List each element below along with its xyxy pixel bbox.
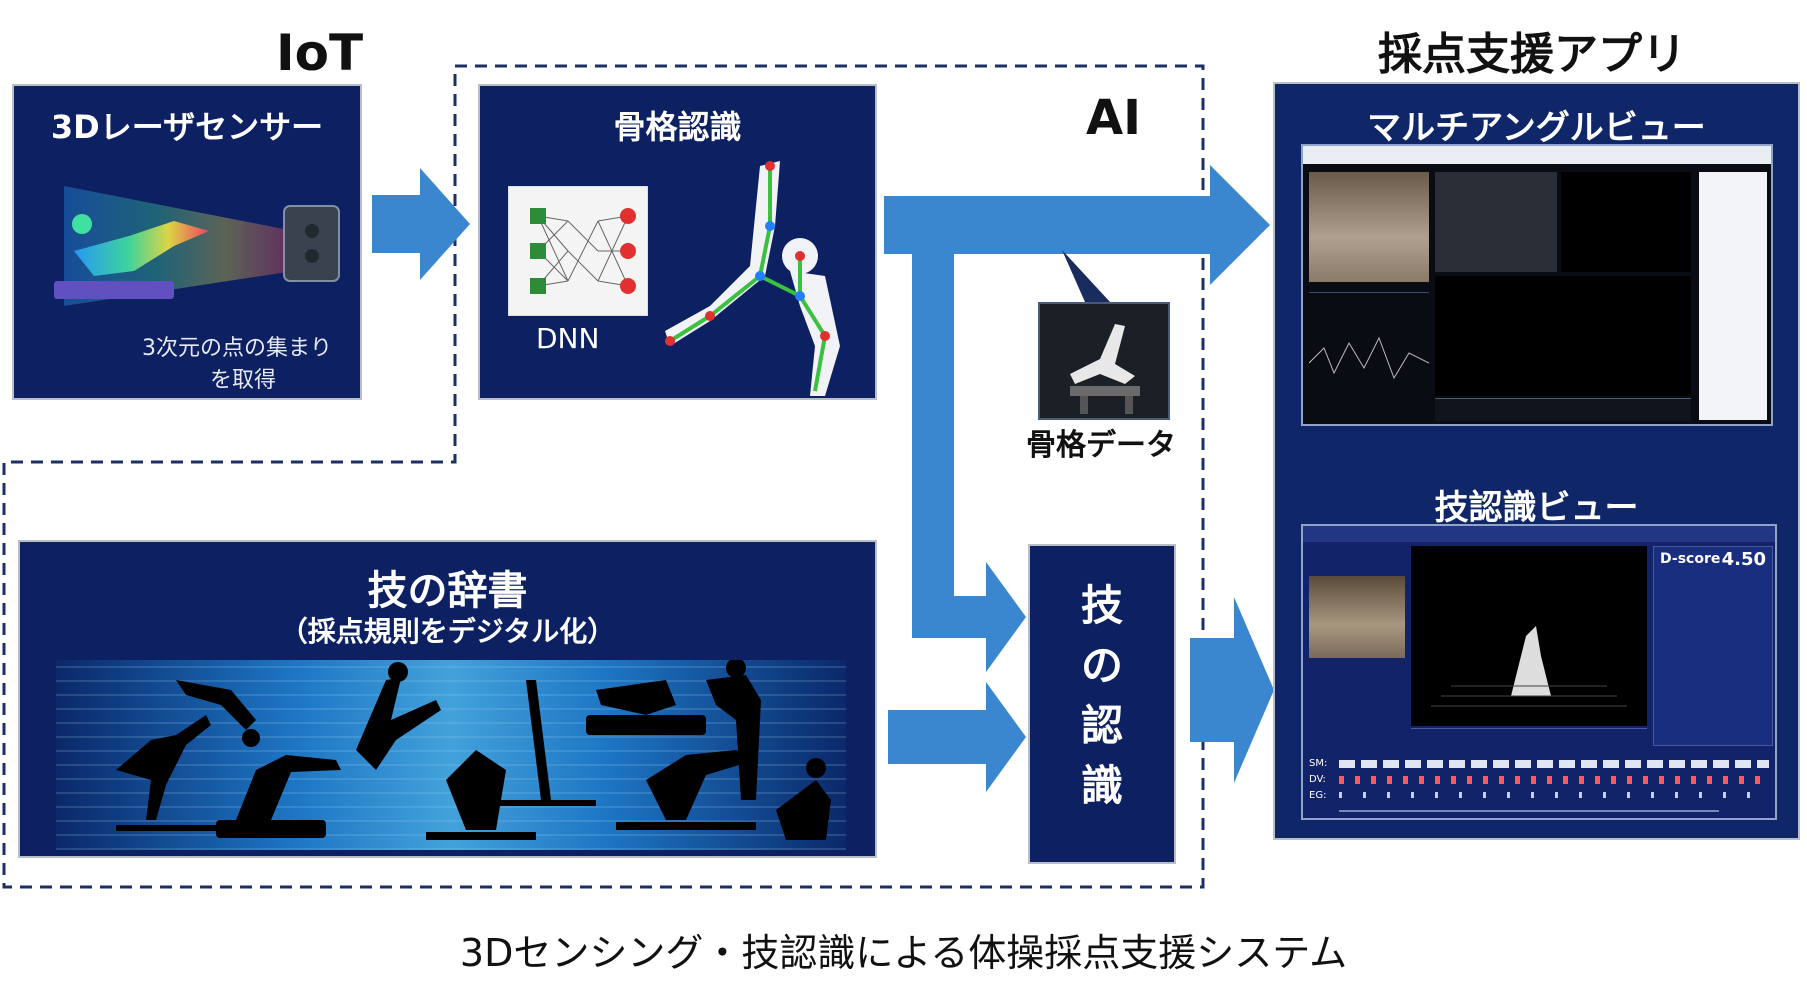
- ai-heading: AI: [1086, 90, 1142, 146]
- skill-view-title: 技認識ビュー: [1434, 488, 1639, 528]
- skeleton-recognition-panel: 骨格認識 DNN: [478, 84, 877, 400]
- dnn-label: DNN: [536, 322, 600, 355]
- branch-vertical: [912, 254, 954, 638]
- dictionary-title: 技の辞書: [367, 568, 528, 614]
- iot-heading: IoT: [276, 24, 364, 82]
- skeleton-figure: [665, 161, 840, 396]
- skeleton-title: 骨格認識: [613, 108, 742, 146]
- skeleton-data-callout: [1062, 250, 1110, 302]
- skill-recognition-box: 技の認識: [1028, 544, 1176, 864]
- dnn-network-icon: [508, 186, 648, 316]
- recognition-title: 技の認識: [1080, 581, 1123, 810]
- figure-caption: 3Dセンシング・技認識による体操採点支援システム: [459, 931, 1348, 975]
- arrow-sensor-to-skeleton: [372, 168, 470, 280]
- app-heading: 採点支援アプリ: [1378, 29, 1686, 80]
- skill-dictionary-panel: 技の辞書 （採点規則をデジタル化）: [18, 540, 877, 858]
- sensor-panel: 3Dレーザセンサー 3次元の点の集まり を取得: [12, 84, 362, 400]
- arrow-dictionary-to-recognition: [888, 682, 1026, 792]
- arrow-recognition-to-app: [1190, 597, 1274, 783]
- dscore-label: D-score: [1660, 551, 1721, 567]
- multiangle-screenshot: [1301, 144, 1773, 426]
- row-label-dv: DV:: [1309, 774, 1326, 785]
- row-label-eg: EG:: [1309, 790, 1327, 801]
- sensor-caption-line-1: 3次元の点の集まり: [142, 336, 332, 361]
- arrow-skeleton-to-recognition: [912, 562, 1026, 672]
- dscore-value: 4.50: [1721, 549, 1766, 570]
- skeleton-data-thumbnail: [1038, 302, 1170, 420]
- sensor-title: 3Dレーザセンサー: [50, 108, 324, 146]
- arrow-skeleton-to-app: [884, 165, 1270, 285]
- skill-view-screenshot: D-score 4.50 SM: DV: EG:: [1301, 524, 1777, 820]
- laser-sensor-illustration: [54, 186, 340, 306]
- gymnast-silhouettes: [116, 660, 831, 840]
- row-label-sm: SM:: [1309, 758, 1328, 769]
- skeleton-data-label: 骨格データ: [1026, 428, 1176, 463]
- scoring-app-panel: マルチアングルビュー 技認識ビュー D-score: [1273, 82, 1800, 840]
- sensor-caption-line-2: を取得: [210, 368, 277, 393]
- dictionary-subtitle: （採点規則をデジタル化）: [279, 615, 616, 648]
- multiangle-title: マルチアングルビュー: [1367, 108, 1706, 148]
